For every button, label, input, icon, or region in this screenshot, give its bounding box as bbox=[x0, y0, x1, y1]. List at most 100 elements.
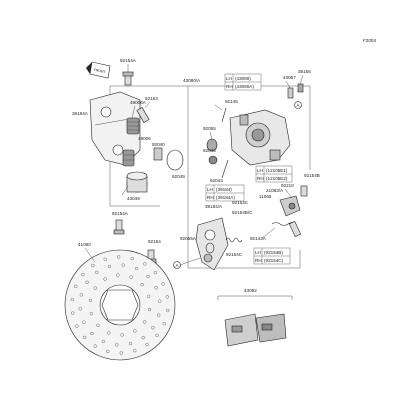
disc-hole bbox=[115, 343, 119, 347]
front-icon-text: FRONT bbox=[94, 68, 106, 74]
svg-text:(12105E1): (12105E1) bbox=[266, 168, 288, 173]
disc-hole bbox=[71, 311, 75, 315]
disc-hole bbox=[147, 294, 151, 298]
label-92055a: 92055A bbox=[180, 236, 197, 241]
disc-hole bbox=[74, 284, 78, 288]
label-38184a: 38184A bbox=[72, 111, 89, 116]
label-92154c: 92154C bbox=[232, 200, 249, 205]
disc-hole bbox=[166, 308, 170, 313]
callout-a-upper: A bbox=[294, 101, 302, 109]
disc-holes bbox=[70, 255, 170, 355]
disc-hole bbox=[96, 323, 100, 327]
disc-hole bbox=[133, 349, 137, 353]
disc-hole bbox=[75, 324, 79, 328]
disc-hole bbox=[93, 344, 97, 348]
disc-hole bbox=[154, 286, 158, 290]
callout-a-lower-letter: A bbox=[176, 263, 179, 268]
svg-text:LH: LH bbox=[226, 76, 232, 81]
label-39156: 39156 bbox=[298, 69, 311, 74]
svg-text:RH: RH bbox=[257, 176, 264, 181]
disc-hole bbox=[85, 280, 89, 284]
label-92043: 92043 bbox=[203, 148, 216, 153]
sleeve-43049 bbox=[126, 171, 148, 193]
diagram-id: F2004 bbox=[363, 38, 376, 43]
disc-hole bbox=[107, 331, 111, 335]
label-92145: 92145 bbox=[225, 99, 238, 104]
disc-hole bbox=[155, 333, 159, 337]
spring-coil-lower bbox=[225, 237, 243, 243]
brake-disc bbox=[64, 249, 176, 361]
label-39184a: 39184/A bbox=[205, 204, 223, 209]
disc-hole bbox=[143, 262, 147, 266]
piston-seals bbox=[206, 138, 218, 165]
table-92154: LH (92154B) RH (92154C) bbox=[253, 247, 291, 265]
label-92154c2: 92154C bbox=[226, 252, 243, 257]
disc-hole bbox=[106, 349, 110, 353]
label-92055: 92055 bbox=[203, 126, 216, 131]
collar-92040 bbox=[153, 147, 163, 161]
svg-text:(39184): (39184) bbox=[216, 187, 232, 192]
disc-hole bbox=[121, 263, 125, 267]
disc-hole bbox=[91, 263, 95, 267]
brake-pads bbox=[224, 313, 287, 347]
pin-92145 bbox=[221, 107, 227, 123]
table-43080: 43080/A LH (43080) RH (43080A) bbox=[183, 73, 262, 91]
svg-text:LH: LH bbox=[207, 187, 213, 192]
label-92043b: 92043 bbox=[210, 178, 223, 183]
disc-hole bbox=[162, 322, 166, 326]
abs-sensor bbox=[279, 195, 301, 217]
label-92210: 92210 bbox=[281, 183, 294, 188]
leader-lines bbox=[121, 74, 304, 239]
bolt-92154a bbox=[122, 71, 134, 86]
oring-92049 bbox=[166, 149, 184, 171]
disc-hole bbox=[79, 293, 83, 297]
label-92154a: 92154A bbox=[120, 58, 137, 63]
disc-hole bbox=[120, 333, 124, 337]
disc-hole bbox=[116, 273, 120, 277]
caliper-body bbox=[229, 109, 291, 166]
label-92154bc: 92154B/C bbox=[232, 210, 253, 215]
disc-hole bbox=[157, 313, 161, 317]
bolt-92154b-right bbox=[300, 185, 308, 197]
disc-hole bbox=[103, 277, 107, 281]
disc-hole bbox=[107, 264, 111, 268]
oring-lower bbox=[205, 242, 215, 254]
disc-hole bbox=[165, 295, 169, 299]
label-92154b: 92154B bbox=[304, 173, 320, 178]
disc-hole bbox=[135, 267, 139, 271]
disc-hole bbox=[130, 257, 134, 261]
disc-hole bbox=[158, 299, 162, 303]
slide-pin-boot-upper bbox=[126, 107, 150, 135]
table-12105: LH (12105E1) RH (12105E2) bbox=[255, 165, 293, 183]
spring-92143a bbox=[271, 220, 302, 238]
disc-hole bbox=[153, 271, 157, 275]
disc-hole bbox=[95, 270, 99, 274]
svg-text:LH: LH bbox=[257, 168, 263, 173]
disc-hole bbox=[133, 329, 137, 333]
label-43080a: 43080/A bbox=[183, 78, 201, 83]
label-92049: 92049 bbox=[172, 174, 185, 179]
svg-text:(43080A): (43080A) bbox=[235, 84, 254, 89]
label-92154a2: 92154A bbox=[112, 211, 129, 216]
label-43057: 43057 bbox=[283, 75, 296, 80]
disc-hole bbox=[88, 298, 92, 302]
disc-hole bbox=[141, 336, 145, 340]
label-41080: 41080 bbox=[78, 242, 91, 247]
callout-a-upper-letter: A bbox=[297, 103, 300, 108]
label-92153: 92153 bbox=[145, 96, 158, 101]
svg-text:LH: LH bbox=[255, 250, 261, 255]
disc-hole bbox=[78, 307, 82, 311]
disc-hole bbox=[161, 282, 165, 286]
svg-text:(39184A): (39184A) bbox=[216, 195, 235, 200]
disc-hole bbox=[103, 257, 107, 261]
svg-text:RH: RH bbox=[255, 258, 262, 263]
disc-hole bbox=[129, 275, 133, 279]
label-43082: 43082 bbox=[244, 288, 257, 293]
label-11065: 11065 bbox=[259, 194, 272, 199]
label-49006a: 49006A bbox=[130, 100, 147, 105]
label-92040: 92040 bbox=[152, 142, 165, 147]
disc-hole bbox=[81, 273, 85, 277]
slide-pin-boot-lower bbox=[122, 149, 135, 167]
disc-hole bbox=[151, 326, 155, 330]
disc-hole bbox=[93, 286, 97, 290]
